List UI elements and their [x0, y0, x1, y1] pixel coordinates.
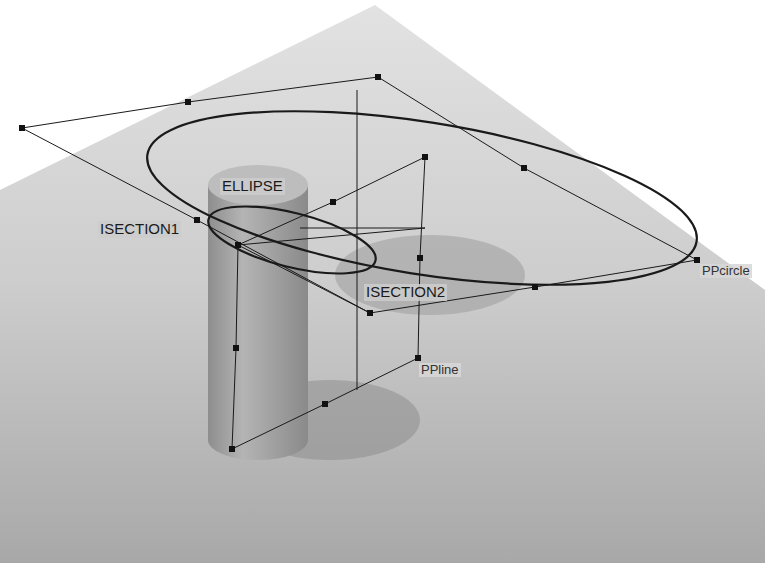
axis-line	[300, 228, 425, 229]
part-label: ISECTION2	[364, 284, 447, 301]
cylinder	[208, 185, 308, 460]
ground-plane	[0, 5, 765, 563]
control-polygon	[22, 77, 697, 313]
part-label: PPcircle	[700, 264, 752, 278]
part-label: ELLIPSE	[220, 178, 285, 195]
ellipse-curve	[202, 193, 382, 287]
axis-line	[357, 90, 358, 390]
part-label: ISECTION1	[98, 221, 181, 238]
circle-curve	[136, 79, 709, 316]
part-label: PPline	[419, 363, 461, 377]
cylinder-top	[208, 165, 308, 205]
axis-line	[238, 228, 425, 245]
control-polygon	[232, 157, 425, 449]
isection-line	[238, 245, 370, 313]
